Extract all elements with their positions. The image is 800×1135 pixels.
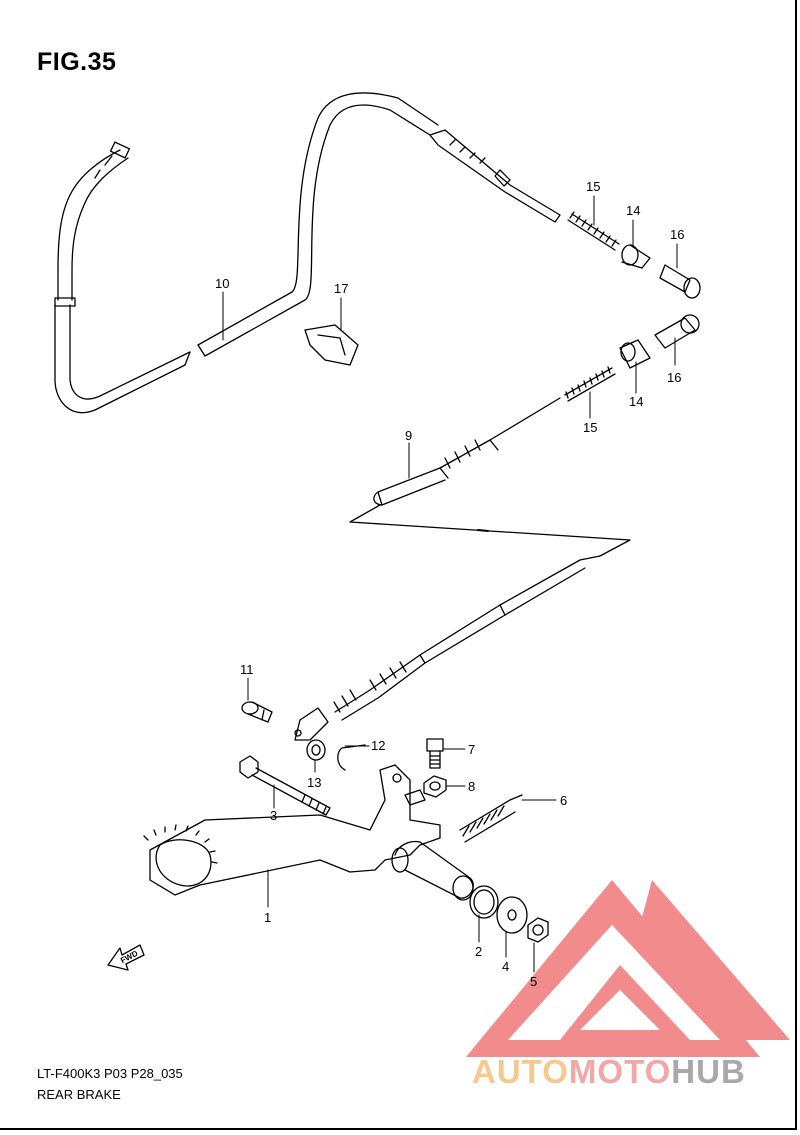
watermark-part-auto: AUTO — [472, 1053, 569, 1090]
washer-13 — [306, 739, 326, 761]
cable-9 — [294, 397, 631, 741]
callout-11: 11 — [240, 662, 254, 677]
callout-3: 3 — [270, 808, 277, 823]
lower-joint-14 — [619, 339, 651, 369]
bolt-3 — [239, 755, 331, 816]
callout-15-lower: 15 — [583, 420, 597, 435]
nut-8 — [423, 775, 447, 798]
callout-1: 1 — [264, 910, 271, 925]
lower-spring-15 — [564, 366, 616, 402]
callout-10: 10 — [215, 276, 229, 291]
callout-7: 7 — [468, 742, 475, 757]
callout-8: 8 — [468, 779, 475, 794]
watermark-text: AUTOMOTOHUB — [472, 1053, 746, 1091]
callout-17: 17 — [334, 281, 348, 296]
callout-14-lower: 14 — [629, 394, 643, 409]
footer-code: LT-F400K3 P03 P28_035 — [37, 1066, 183, 1081]
callout-16-lower: 16 — [667, 370, 681, 385]
footer-name: REAR BRAKE — [37, 1087, 121, 1102]
upper-pin-16 — [659, 264, 701, 299]
upper-joint-14 — [621, 244, 651, 269]
callout-16-upper: 16 — [670, 227, 684, 242]
watermark-part-hub: HUB — [671, 1053, 746, 1090]
upper-spring-15 — [567, 211, 620, 251]
leader-lines — [222, 195, 678, 973]
clamp-17 — [304, 324, 359, 366]
brake-pedal-1 — [143, 764, 474, 901]
callout-numbers: 10 17 15 14 16 16 14 15 9 11 12 13 7 8 6… — [215, 179, 684, 989]
callout-14-upper: 14 — [626, 203, 640, 218]
callout-9: 9 — [405, 428, 412, 443]
lower-pin-16 — [654, 314, 700, 349]
callout-13: 13 — [307, 775, 321, 790]
pin-11 — [241, 701, 273, 723]
cable-10 — [54, 92, 561, 414]
callout-5: 5 — [530, 974, 537, 989]
washer-4 — [496, 896, 528, 934]
fwd-arrow-icon — [107, 944, 145, 971]
cotter-pin-12 — [337, 744, 366, 771]
callout-2: 2 — [475, 944, 482, 959]
callout-15-upper: 15 — [586, 179, 600, 194]
callout-6: 6 — [560, 793, 567, 808]
callout-12: 12 — [371, 738, 385, 753]
bolt-7 — [426, 738, 444, 769]
spring-6 — [459, 794, 523, 843]
watermark-logo — [466, 880, 790, 1057]
watermark-part-moto: MOTO — [568, 1053, 672, 1090]
nut-5 — [527, 917, 549, 943]
callout-4: 4 — [502, 959, 509, 974]
circlip-2 — [469, 885, 499, 919]
figure-title: FIG.35 — [37, 48, 117, 76]
